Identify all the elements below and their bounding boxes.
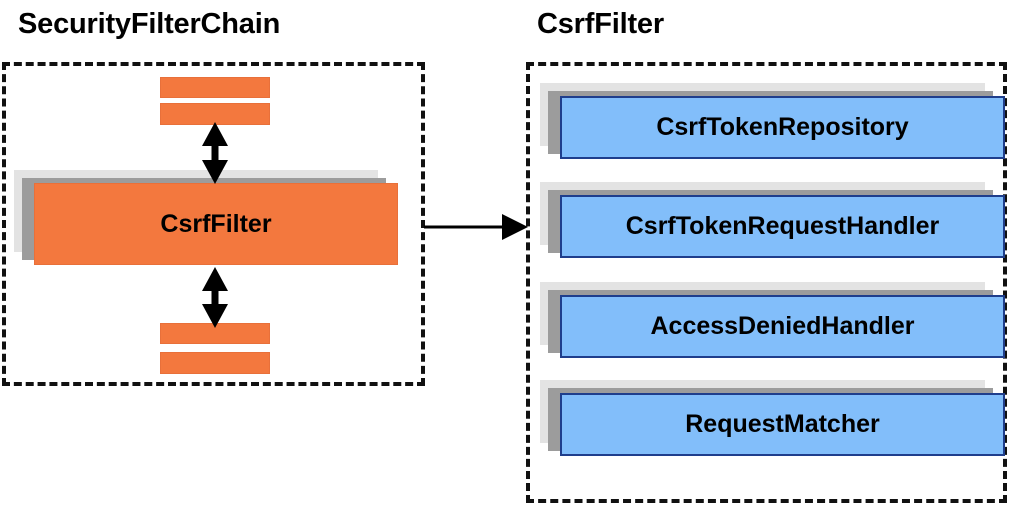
card-face[interactable]: RequestMatcher — [560, 393, 1005, 456]
panel-title-security-filter-chain: SecurityFilterChain — [18, 8, 281, 40]
card-face[interactable]: AccessDeniedHandler — [560, 295, 1005, 358]
component-card-access-denied-handler[interactable]: AccessDeniedHandler — [540, 282, 1005, 358]
panel-title-csrf-filter: CsrfFilter — [537, 8, 664, 40]
component-card-label: CsrfTokenRequestHandler — [625, 212, 940, 240]
arrow-chain-to-csrf-filter-detail — [424, 214, 528, 240]
card-face[interactable]: CsrfTokenRepository — [560, 96, 1005, 159]
group-box-csrf-filter — [526, 62, 1007, 503]
csrf-filter-card-label: CsrfFilter — [160, 209, 272, 238]
csrf-filter-card[interactable]: CsrfFilter — [14, 170, 398, 265]
filter-bar-above-2 — [160, 103, 270, 125]
filter-bar-below-1 — [160, 323, 270, 344]
component-card-csrf-token-repository[interactable]: CsrfTokenRepository — [540, 83, 1005, 159]
group-box-security-filter-chain — [2, 62, 425, 386]
component-card-label: AccessDeniedHandler — [650, 312, 915, 340]
component-card-label: CsrfTokenRepository — [656, 113, 909, 141]
component-card-csrf-token-request-handler[interactable]: CsrfTokenRequestHandler — [540, 182, 1005, 258]
component-card-label: RequestMatcher — [685, 410, 880, 438]
card-face[interactable]: CsrfTokenRequestHandler — [560, 195, 1005, 258]
component-card-request-matcher[interactable]: RequestMatcher — [540, 380, 1005, 456]
card-face[interactable]: CsrfFilter — [34, 183, 398, 265]
filter-bar-above-1 — [160, 77, 270, 98]
filter-bar-below-2 — [160, 352, 270, 374]
